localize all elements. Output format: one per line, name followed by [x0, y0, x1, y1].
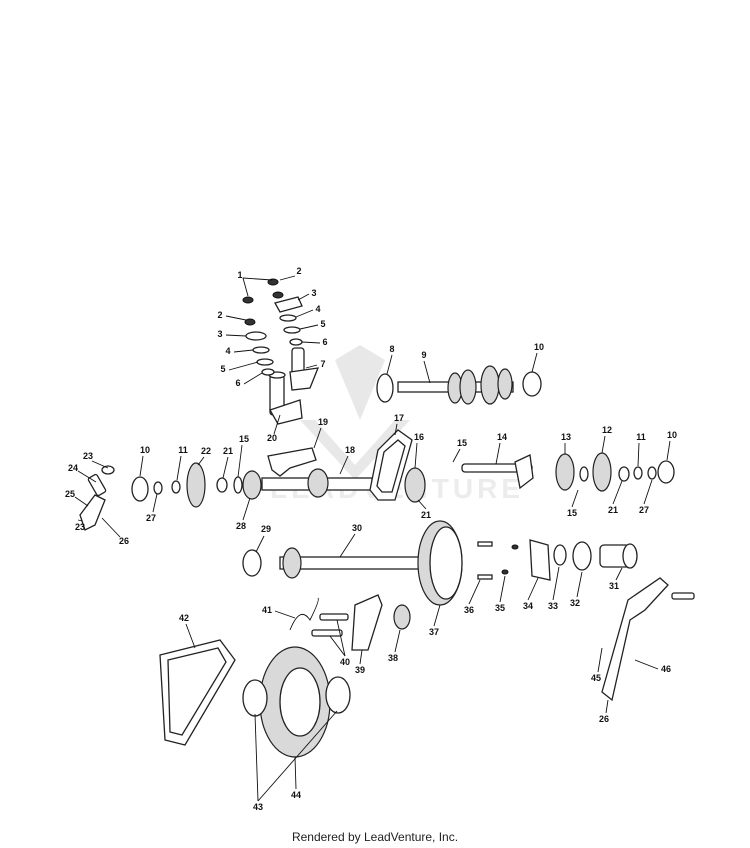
callout: 29	[261, 524, 271, 534]
callout: 44	[291, 790, 301, 800]
callout: 27	[146, 513, 156, 523]
callout: 2	[217, 310, 222, 320]
callout: 18	[345, 445, 355, 455]
callout: 27	[639, 505, 649, 515]
upper-shaft	[376, 365, 542, 405]
shift-fork-left	[268, 371, 303, 425]
bearing-cap-group	[529, 539, 638, 581]
callout: 23	[83, 451, 93, 461]
callout: 35	[495, 603, 505, 613]
callout-labels: 1 2 2 3 3 4 4 5 5 6 6 7 8 9 10 10 10 11 …	[65, 266, 677, 812]
gear-44	[242, 646, 351, 758]
callout: 42	[179, 613, 189, 623]
callout: 39	[355, 665, 365, 675]
callout: 10	[534, 342, 544, 352]
callout: 15	[239, 434, 249, 444]
callout: 28	[236, 521, 246, 531]
middle-left-group	[131, 462, 262, 508]
callout: 22	[201, 446, 211, 456]
footer-credit: Rendered by LeadVenture, Inc.	[291, 830, 459, 844]
callout: 4	[225, 346, 230, 356]
callout: 38	[388, 653, 398, 663]
callout: 17	[394, 413, 404, 423]
callout: 11	[178, 445, 188, 455]
callout: 21	[223, 446, 233, 456]
callout: 13	[561, 432, 571, 442]
callout: 6	[235, 378, 240, 388]
callout: 37	[429, 627, 439, 637]
callout: 26	[119, 536, 129, 546]
callout: 30	[352, 523, 362, 533]
callout: 19	[318, 417, 328, 427]
small-washers	[242, 278, 303, 376]
callout: 16	[414, 432, 424, 442]
callout: 5	[320, 319, 325, 329]
middle-shaft	[261, 447, 373, 498]
bolts	[477, 541, 519, 580]
callout: 11	[636, 432, 646, 442]
callout: 41	[262, 605, 272, 615]
callout: 3	[217, 329, 222, 339]
callout: 31	[609, 581, 619, 591]
callout: 9	[421, 350, 426, 360]
callout: 14	[497, 432, 507, 442]
callout: 25	[65, 489, 75, 499]
callout: 12	[602, 425, 612, 435]
callout: 7	[320, 359, 325, 369]
gear-16	[404, 467, 426, 503]
callout: 15	[457, 438, 467, 448]
right-gear-group	[555, 452, 675, 492]
lever-46	[601, 577, 695, 702]
callout: 3	[311, 288, 316, 298]
callout: 43	[253, 802, 263, 812]
callout: 10	[667, 430, 677, 440]
spring-and-pins	[289, 597, 349, 637]
callout: 23	[75, 522, 85, 532]
callout: 5	[220, 364, 225, 374]
callout: 33	[548, 601, 558, 611]
gear-38	[393, 604, 411, 630]
callout: 46	[661, 664, 671, 674]
shift-fork-right	[289, 347, 320, 391]
bracket-39	[351, 594, 383, 651]
callout: 21	[421, 510, 431, 520]
callout: 6	[322, 337, 327, 347]
callout: 45	[591, 673, 601, 683]
callout: 21	[608, 505, 618, 515]
callout: 10	[140, 445, 150, 455]
belt-42	[159, 639, 236, 746]
belt-small	[369, 429, 413, 501]
callout: 15	[567, 508, 577, 518]
callout: 2	[296, 266, 301, 276]
main-shaft	[242, 547, 421, 579]
callout: 1	[237, 270, 242, 280]
callout: 40	[340, 657, 350, 667]
callout: 20	[267, 433, 277, 443]
callout: 34	[523, 601, 533, 611]
callout: 26	[599, 714, 609, 724]
shift-rod-14	[461, 454, 534, 490]
callout: 4	[315, 304, 320, 314]
callout: 32	[570, 598, 580, 608]
callout: 24	[68, 463, 78, 473]
large-gear-37	[417, 520, 463, 606]
callout: 8	[389, 344, 394, 354]
callout: 36	[464, 605, 474, 615]
